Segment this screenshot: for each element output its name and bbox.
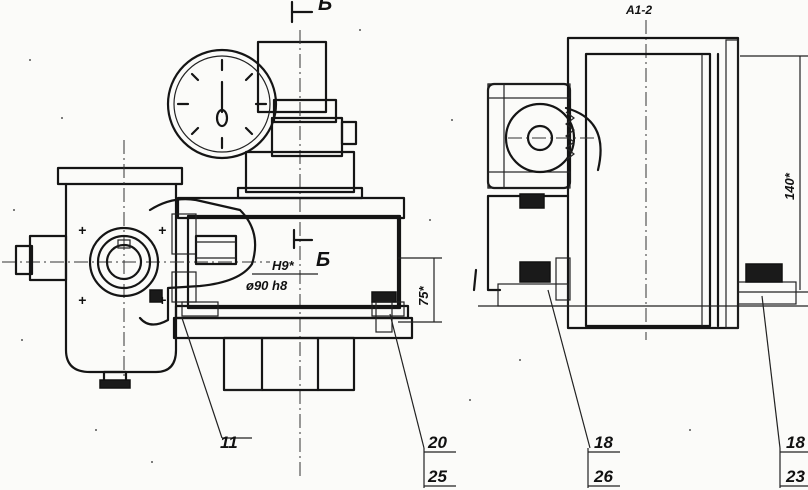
section-mark-mid: Б: [316, 249, 330, 271]
diameter-label: ø90 h8: [246, 278, 288, 293]
svg-text:+: +: [158, 222, 166, 238]
right-view: A1-2: [472, 3, 808, 488]
fit-dimension: H9* ø90 h8: [246, 258, 318, 293]
height-dimension-left: 75*: [398, 257, 442, 323]
svg-text:+: +: [78, 222, 86, 238]
part-18-label: 18: [594, 433, 613, 452]
bolt-18-right: [745, 263, 783, 283]
bolt-18-left: [519, 261, 551, 283]
left-view: Б: [2, 0, 456, 488]
part-26-label: 26: [593, 467, 613, 486]
part-25-label: 25: [427, 467, 447, 486]
callout-11: 11: [181, 317, 252, 452]
part-11-label: 11: [220, 433, 238, 452]
housing-top-plate: [176, 196, 406, 220]
section-mark-top: Б: [318, 0, 332, 15]
section-marker-top: Б: [290, 0, 332, 24]
part-18b-label: 18: [786, 433, 805, 452]
callout-18-26: 18 26: [547, 289, 620, 488]
dial-gauge: [166, 48, 278, 160]
view-title: A1-2: [625, 3, 652, 17]
guide-wall: [725, 39, 739, 329]
gear-housing-right: [486, 82, 602, 190]
height-dimension-right: 140*: [740, 55, 808, 290]
height-label-left: 75*: [416, 286, 431, 306]
svg-text:+: +: [78, 292, 86, 308]
clamp-plate-right: [737, 281, 797, 305]
section-marker-mid: Б: [292, 228, 330, 271]
cutaway-coupling: [138, 198, 257, 326]
part-20-label: 20: [427, 433, 447, 452]
gauge-mount: [244, 150, 356, 194]
gearbox-left: + + + +: [2, 140, 270, 389]
fit-label: H9*: [272, 258, 295, 273]
callout-18-23: 18 23: [761, 295, 808, 488]
height-label-right: 140*: [782, 172, 797, 200]
clamp-plate-left: [497, 283, 569, 307]
scan-noise: [13, 29, 691, 463]
part-23-label: 23: [785, 467, 805, 486]
bolt-20: [371, 291, 397, 303]
callout-20-25: 20 25: [389, 313, 456, 488]
upper-column: [256, 40, 328, 114]
input-shaft: [28, 234, 68, 282]
worm-wheel: [88, 226, 160, 298]
vertical-column: [566, 36, 740, 330]
